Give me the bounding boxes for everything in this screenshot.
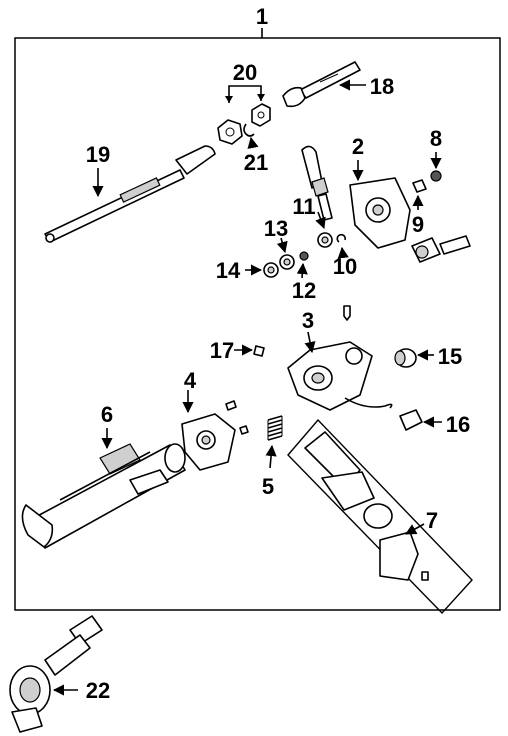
part-12-nut (299, 251, 309, 261)
callout-14: 14 (216, 258, 241, 283)
callout-3: 3 (302, 308, 314, 333)
callout-20-bracket (228, 85, 262, 103)
callout-13: 13 (264, 216, 288, 241)
part-8-washer (430, 170, 442, 182)
callout-15: 15 (438, 344, 462, 369)
assembly-frame (14, 37, 501, 611)
part-16-cap (399, 409, 423, 431)
part-3-switch-housing (287, 341, 393, 411)
callout-12: 12 (292, 278, 316, 303)
part-22-universal-joint (9, 615, 103, 733)
callout-10: 10 (333, 254, 357, 279)
callout-3-leader (304, 331, 316, 354)
callout-7-leader (405, 523, 425, 535)
part-10-retainer (336, 233, 347, 243)
part-13-bearing-hole (283, 258, 291, 266)
callout-13-leader (276, 237, 288, 254)
callout-18: 18 (370, 74, 394, 99)
callout-2: 2 (352, 134, 364, 159)
callout-7: 7 (426, 508, 438, 533)
part-6-column-tube (21, 443, 186, 549)
part-15-bushing (394, 348, 417, 368)
callout-12-leader (296, 262, 308, 279)
part-4-lower-housing (181, 400, 249, 471)
part-18-upper-shaft (282, 61, 361, 108)
callout-21-leader (247, 136, 259, 149)
callout-21: 21 (244, 150, 268, 175)
part-9-bushing (412, 179, 427, 193)
callout-9: 9 (412, 212, 424, 237)
callout-6: 6 (101, 402, 113, 427)
part-19-lower-shaft (44, 145, 216, 243)
part-7-lock-assembly (304, 431, 429, 581)
callout-20-arrowheads (225, 94, 265, 103)
part-21-clip (243, 123, 255, 137)
callout-1: 1 (256, 4, 268, 29)
callout-17: 17 (210, 338, 234, 363)
screw (343, 305, 351, 321)
callout-16: 16 (446, 412, 470, 437)
part-20-nut-pair (217, 103, 271, 145)
callout-4: 4 (184, 368, 197, 393)
callout-20: 20 (233, 60, 257, 85)
ignition-lock-cylinder (411, 235, 471, 263)
part-5-spring (267, 415, 283, 441)
callout-19: 19 (86, 142, 110, 167)
part-11-ring-hole (321, 236, 329, 244)
callout-11: 11 (292, 194, 315, 219)
callout-5: 5 (262, 474, 274, 499)
part-17-screw (253, 345, 265, 357)
part-14-seal-hole (267, 266, 275, 274)
part-2-lock-housing (301, 145, 411, 249)
callout-5-leader (265, 444, 277, 469)
callout-10-leader (337, 246, 349, 259)
callout-11-leader (315, 211, 326, 230)
callout-22: 22 (86, 678, 110, 703)
callout-8: 8 (430, 126, 442, 151)
